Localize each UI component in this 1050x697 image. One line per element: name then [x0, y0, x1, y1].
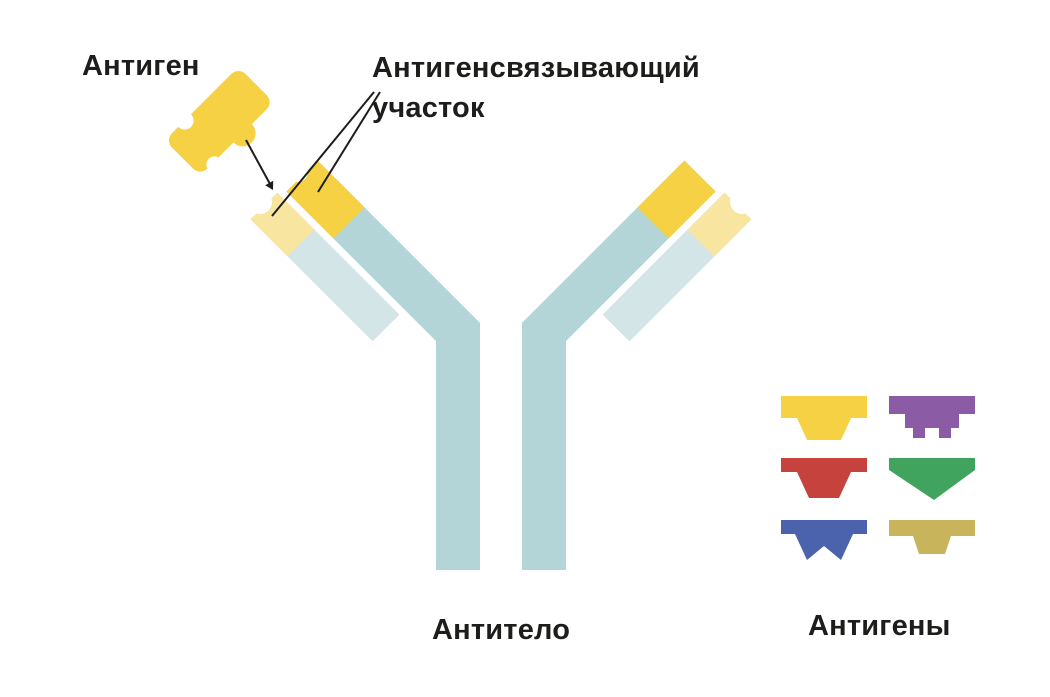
purple-antigen — [889, 396, 975, 438]
binding-site-label-line1: Антигенсвязывающий — [372, 52, 700, 84]
binding-site-pointer-line-1 — [271, 91, 375, 217]
free-antigen-shape — [168, 70, 270, 173]
antigen-binding-arrow-line — [245, 139, 271, 185]
free-antigen-notch-bottom — [206, 156, 223, 173]
antibody-label: Антитело — [432, 614, 571, 646]
green-antigen — [889, 458, 975, 500]
right-heavy-chain — [522, 160, 716, 570]
olive-antigen-shape — [889, 520, 975, 554]
left-heavy-chain-notch — [288, 162, 308, 182]
free-antigen-body — [168, 70, 270, 172]
blue-antigen — [781, 520, 867, 560]
red-antigen-shape — [781, 458, 867, 498]
left-light-chain-notch — [248, 190, 272, 214]
right-light-chain-notch — [730, 190, 754, 214]
right-heavy-chain-binding-tip — [637, 160, 716, 239]
antigen-label: Антиген — [82, 50, 200, 82]
yellow-antigen-shape — [781, 396, 867, 440]
purple-antigen-shape — [889, 396, 975, 438]
binding-site-pointer-line-2 — [317, 91, 381, 193]
red-antigen — [781, 458, 867, 498]
antigens-label: Антигены — [808, 610, 951, 642]
right-light-chain-binding-tip — [687, 192, 752, 257]
yellow-antigen — [781, 396, 867, 440]
free-antigen-bump — [229, 120, 256, 147]
left-heavy-chain — [286, 160, 480, 570]
olive-antigen — [889, 520, 975, 554]
left-heavy-chain-binding-tip — [286, 160, 365, 239]
green-antigen-shape — [889, 458, 975, 500]
blue-antigen-shape — [781, 520, 867, 560]
left-light-chain-binding-tip — [250, 192, 315, 257]
binding-site-label-line2: участок — [372, 92, 485, 124]
binding-site-label: Антигенсвязывающий участок — [372, 48, 700, 128]
antigen-grid — [781, 396, 975, 568]
free-antigen-notch-top — [175, 111, 194, 130]
antigen-binding-arrow-head — [265, 180, 274, 190]
